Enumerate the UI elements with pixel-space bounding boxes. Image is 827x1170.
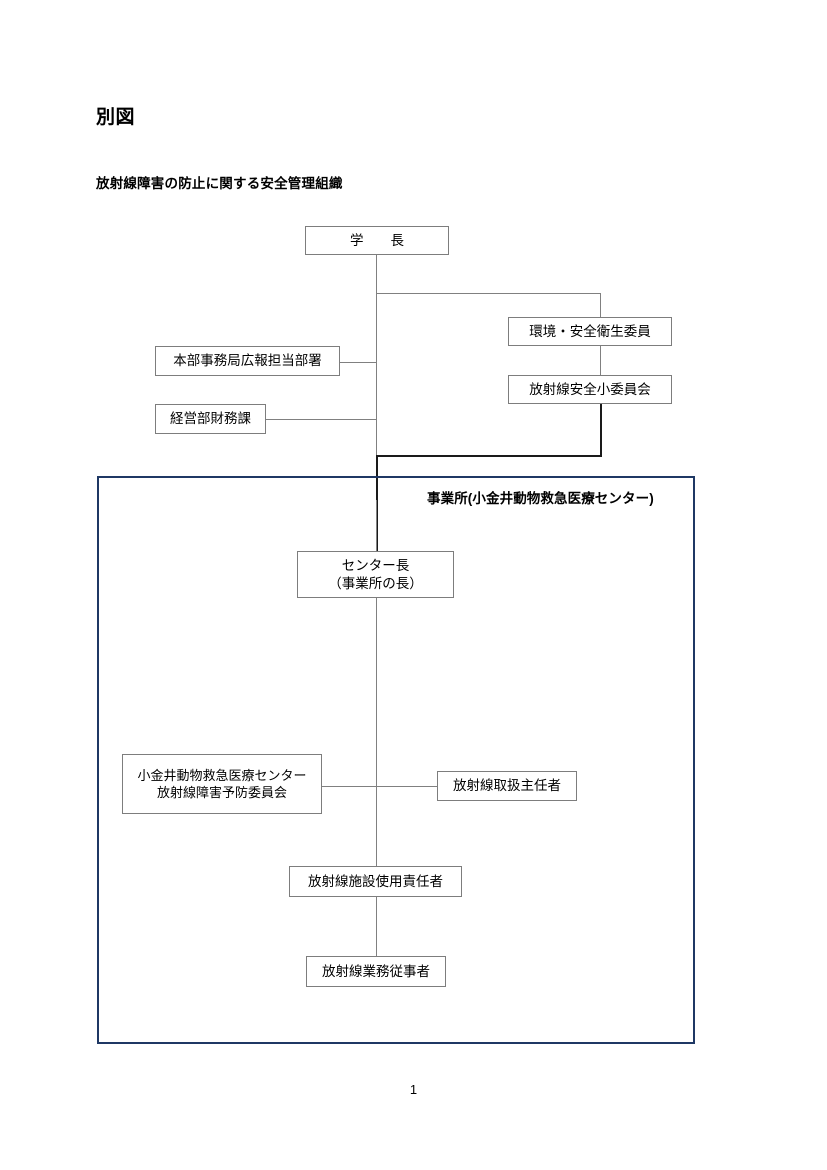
node-finance-division-label: 経営部財務課	[170, 411, 251, 427]
connector-trunk-frame-entry	[376, 455, 378, 555]
node-radiation-worker-label: 放射線業務従事者	[322, 963, 430, 979]
connector-president-to-committee	[376, 293, 601, 294]
page-title: 別図	[96, 107, 136, 128]
connector-prevention-to-chief	[321, 786, 438, 787]
connector-finance-to-trunk	[265, 419, 377, 420]
node-radiation-facility-manager[interactable]: 放射線施設使用責任者	[289, 866, 462, 897]
connector-trunk-upper	[376, 255, 377, 462]
connector-manager-to-worker	[376, 897, 377, 956]
node-hq-pr-department-label: 本部事務局広報担当部署	[173, 353, 322, 369]
node-radiation-prevention-committee-label-line1: 小金井動物救急医療センター	[137, 767, 307, 783]
connector-subcommittee-down	[600, 404, 602, 456]
node-radiation-protection-supervisor-label: 放射線取扱主任者	[453, 778, 561, 794]
connector-committee-column-top	[600, 293, 601, 317]
node-hq-pr-department[interactable]: 本部事務局広報担当部署	[155, 346, 340, 376]
node-president-label: 学 長	[350, 232, 404, 248]
node-center-director-label-line2: （事業所の長）	[328, 575, 423, 591]
node-radiation-prevention-committee[interactable]: 小金井動物救急医療センター 放射線障害予防委員会	[122, 754, 322, 814]
node-radiation-protection-supervisor[interactable]: 放射線取扱主任者	[437, 771, 577, 801]
node-center-director[interactable]: センター長 （事業所の長）	[297, 551, 454, 598]
node-finance-division[interactable]: 経営部財務課	[155, 404, 266, 434]
node-radiation-safety-subcommittee[interactable]: 放射線安全小委員会	[508, 375, 672, 404]
node-radiation-facility-manager-label: 放射線施設使用責任者	[308, 873, 443, 889]
connector-trunk-to-center-director	[376, 500, 377, 551]
node-environment-safety-committee[interactable]: 環境・安全衛生委員	[508, 317, 672, 346]
node-environment-safety-committee-label: 環境・安全衛生委員	[529, 323, 651, 339]
facility-group-label: 事業所(小金井動物救急医療センター)	[425, 486, 656, 508]
connector-subcommittee-to-trunk	[376, 455, 602, 457]
connector-hq-pr-to-trunk	[339, 362, 377, 363]
page-number: 1	[409, 1082, 418, 1097]
node-radiation-prevention-committee-label-line2: 放射線障害予防委員会	[156, 785, 287, 800]
facility-group-frame	[97, 476, 695, 1044]
node-radiation-safety-subcommittee-label: 放射線安全小委員会	[529, 381, 651, 397]
chart-subtitle: 放射線障害の防止に関する安全管理組織	[96, 176, 343, 191]
connector-between-committees	[600, 345, 601, 375]
node-radiation-worker[interactable]: 放射線業務従事者	[306, 956, 446, 987]
node-center-director-label-line1: センター長	[341, 557, 410, 573]
node-president[interactable]: 学 長	[305, 226, 449, 255]
connector-center-director-down	[376, 597, 377, 867]
